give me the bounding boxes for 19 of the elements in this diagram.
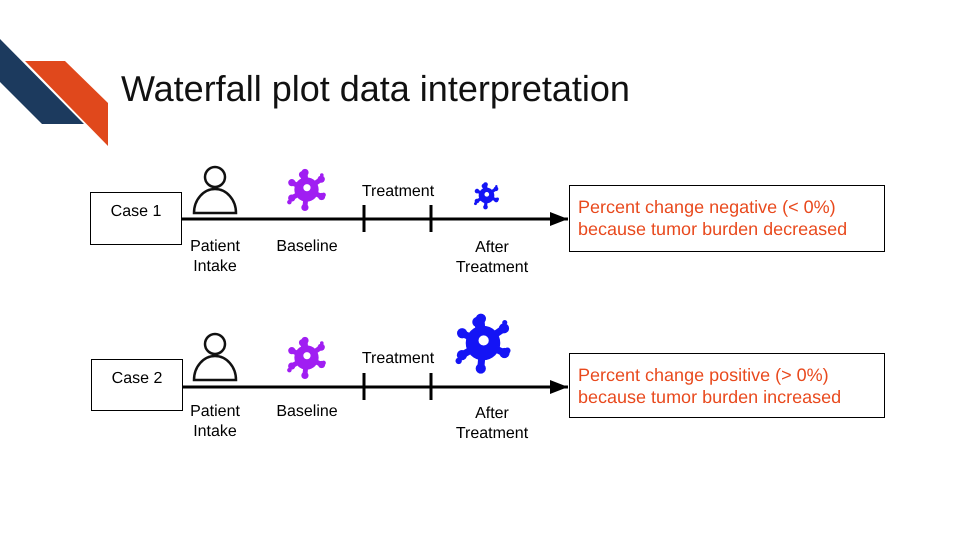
timepoint-label: Patient Intake bbox=[189, 237, 241, 277]
result-box bbox=[569, 185, 885, 252]
result-text: Percent change positive (> 0%) because tumor burden increased bbox=[578, 364, 842, 408]
case-box bbox=[90, 192, 182, 245]
timepoint-label: Patient Intake bbox=[189, 402, 241, 442]
result-box bbox=[569, 353, 885, 418]
timepoint-label: Baseline bbox=[275, 237, 339, 257]
timeline-arrow bbox=[183, 380, 568, 394]
case-box bbox=[91, 359, 183, 411]
phase-label: Treatment bbox=[360, 182, 436, 202]
case-label: Case 1 bbox=[110, 202, 162, 222]
timeline-arrow bbox=[182, 212, 568, 226]
case-label: Case 2 bbox=[112, 369, 162, 389]
slide-title: Waterfall plot data interpretation bbox=[121, 69, 630, 109]
timepoint-label: After Treatment bbox=[454, 238, 530, 278]
result-text: Percent change negative (< 0%) because tumor burden decreased bbox=[578, 196, 848, 240]
timepoint-label: Baseline bbox=[275, 402, 339, 422]
timepoint-label: After Treatment bbox=[454, 404, 530, 444]
phase-label: Treatment bbox=[360, 349, 436, 369]
